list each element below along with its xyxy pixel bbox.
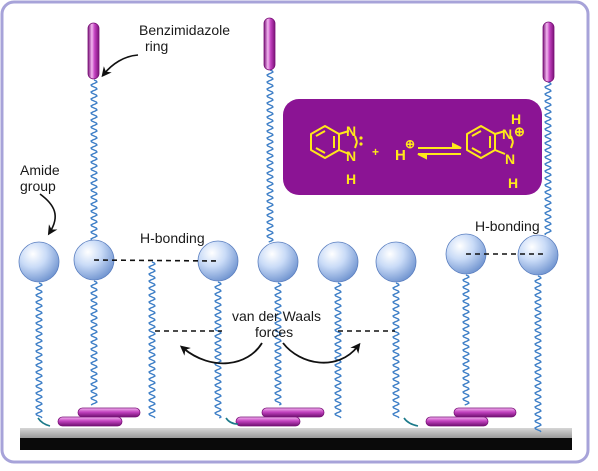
benzimidazole-label-line2: ring (145, 38, 168, 54)
alkyl-chain (274, 282, 282, 406)
right-h-top: H (511, 111, 521, 127)
alkyl-chain (35, 282, 43, 419)
plus-sign: + (372, 145, 379, 159)
proton-h: H (395, 147, 406, 164)
h-bond-line-left (93, 259, 219, 262)
alkyl-chain (148, 261, 156, 419)
alkyl-chain (392, 282, 400, 419)
right-charge: ⊕ (514, 124, 525, 139)
vdw-label-line2: forces (255, 324, 293, 340)
anchor-linker (225, 417, 239, 425)
anchor-linker (403, 417, 419, 427)
left-n-top: N (346, 123, 356, 139)
alkyl-chain (544, 81, 552, 236)
substrate-base (20, 438, 572, 450)
left-n-bottom: N (346, 148, 356, 164)
right-h-bottom: H (508, 175, 518, 191)
equilibrium-arrows (417, 142, 462, 160)
alkyl-chain (214, 281, 222, 419)
anchor-linker (37, 417, 51, 427)
surface-capsules (57, 407, 517, 427)
left-h: H (346, 171, 356, 187)
amide-label-line2: group (20, 178, 56, 194)
vdw-arrow-left (179, 342, 263, 365)
amide-label-line1: Amide (20, 162, 60, 178)
alkyl-chain (334, 282, 342, 419)
vdw-label-line1: van der Waals (232, 308, 321, 324)
h-bonding-label-left: H-bonding (140, 230, 205, 246)
benzimidazole-capsules (87, 17, 555, 83)
vdw-arrow-right (282, 342, 361, 364)
amide-arrow (39, 193, 58, 236)
proton-charge: ⊕ (405, 137, 415, 151)
protonation-reaction-panel: N N H + H ⊕ H N ⊕ N H (283, 99, 542, 195)
h-bonding-label-right: H-bonding (475, 218, 540, 234)
benzimidazolium-structure (466, 125, 514, 159)
benzimidazole-arrow (101, 54, 139, 78)
alkyl-chain (90, 79, 98, 241)
benzimidazole-structure (310, 125, 358, 159)
alkyl-chain (90, 280, 98, 406)
alkyl-chains (35, 69, 552, 433)
right-n-bottom: N (505, 151, 515, 167)
benzimidazole-label-line1: Benzimidazole (139, 22, 230, 38)
alkyl-chain (266, 69, 274, 243)
alkyl-chain (462, 274, 470, 406)
substrate-surface (20, 428, 572, 438)
alkyl-chain (534, 275, 542, 433)
right-n-top: N (502, 126, 512, 142)
